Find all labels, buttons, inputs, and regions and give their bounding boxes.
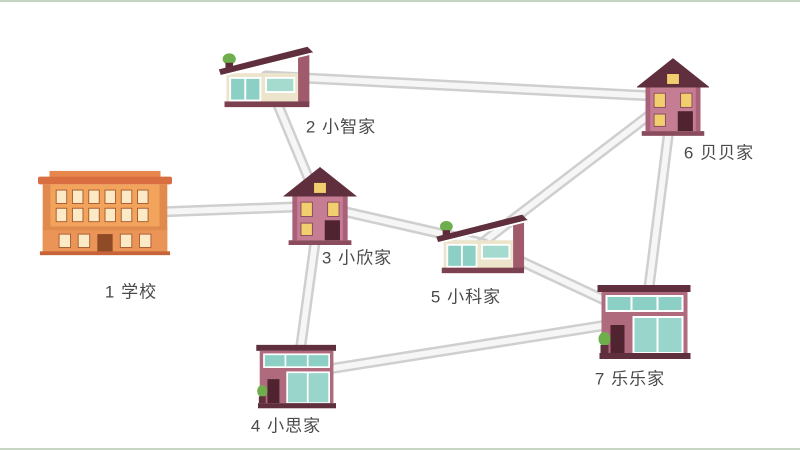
label-xiaosi-home: 4 小思家 <box>250 416 322 436</box>
building-xiaosi-home <box>255 343 337 410</box>
building-xiaozhi-home <box>217 45 315 109</box>
label-xiaozhi-home: 2 小智家 <box>305 117 377 137</box>
road-4-7 <box>291 313 651 380</box>
building-lele-home <box>597 283 692 361</box>
building-xiaoke-home <box>435 213 529 275</box>
bottom-edge-strip <box>0 448 800 450</box>
label-lele-home: 7 乐乐家 <box>594 369 666 389</box>
building-school <box>38 170 172 256</box>
top-edge-strip <box>0 0 800 2</box>
label-beibei-home: 6 贝贝家 <box>683 143 755 163</box>
label-xiaoke-home: 5 小科家 <box>430 287 502 307</box>
houses-layer <box>38 45 709 410</box>
label-school: 1 学校 <box>104 282 158 302</box>
roads-layer <box>99 70 679 380</box>
building-beibei-home <box>637 58 709 136</box>
building-xiaoxin-home <box>282 167 358 245</box>
label-xiaoxin-home: 3 小欣家 <box>321 248 393 268</box>
road-2-6 <box>260 70 679 103</box>
